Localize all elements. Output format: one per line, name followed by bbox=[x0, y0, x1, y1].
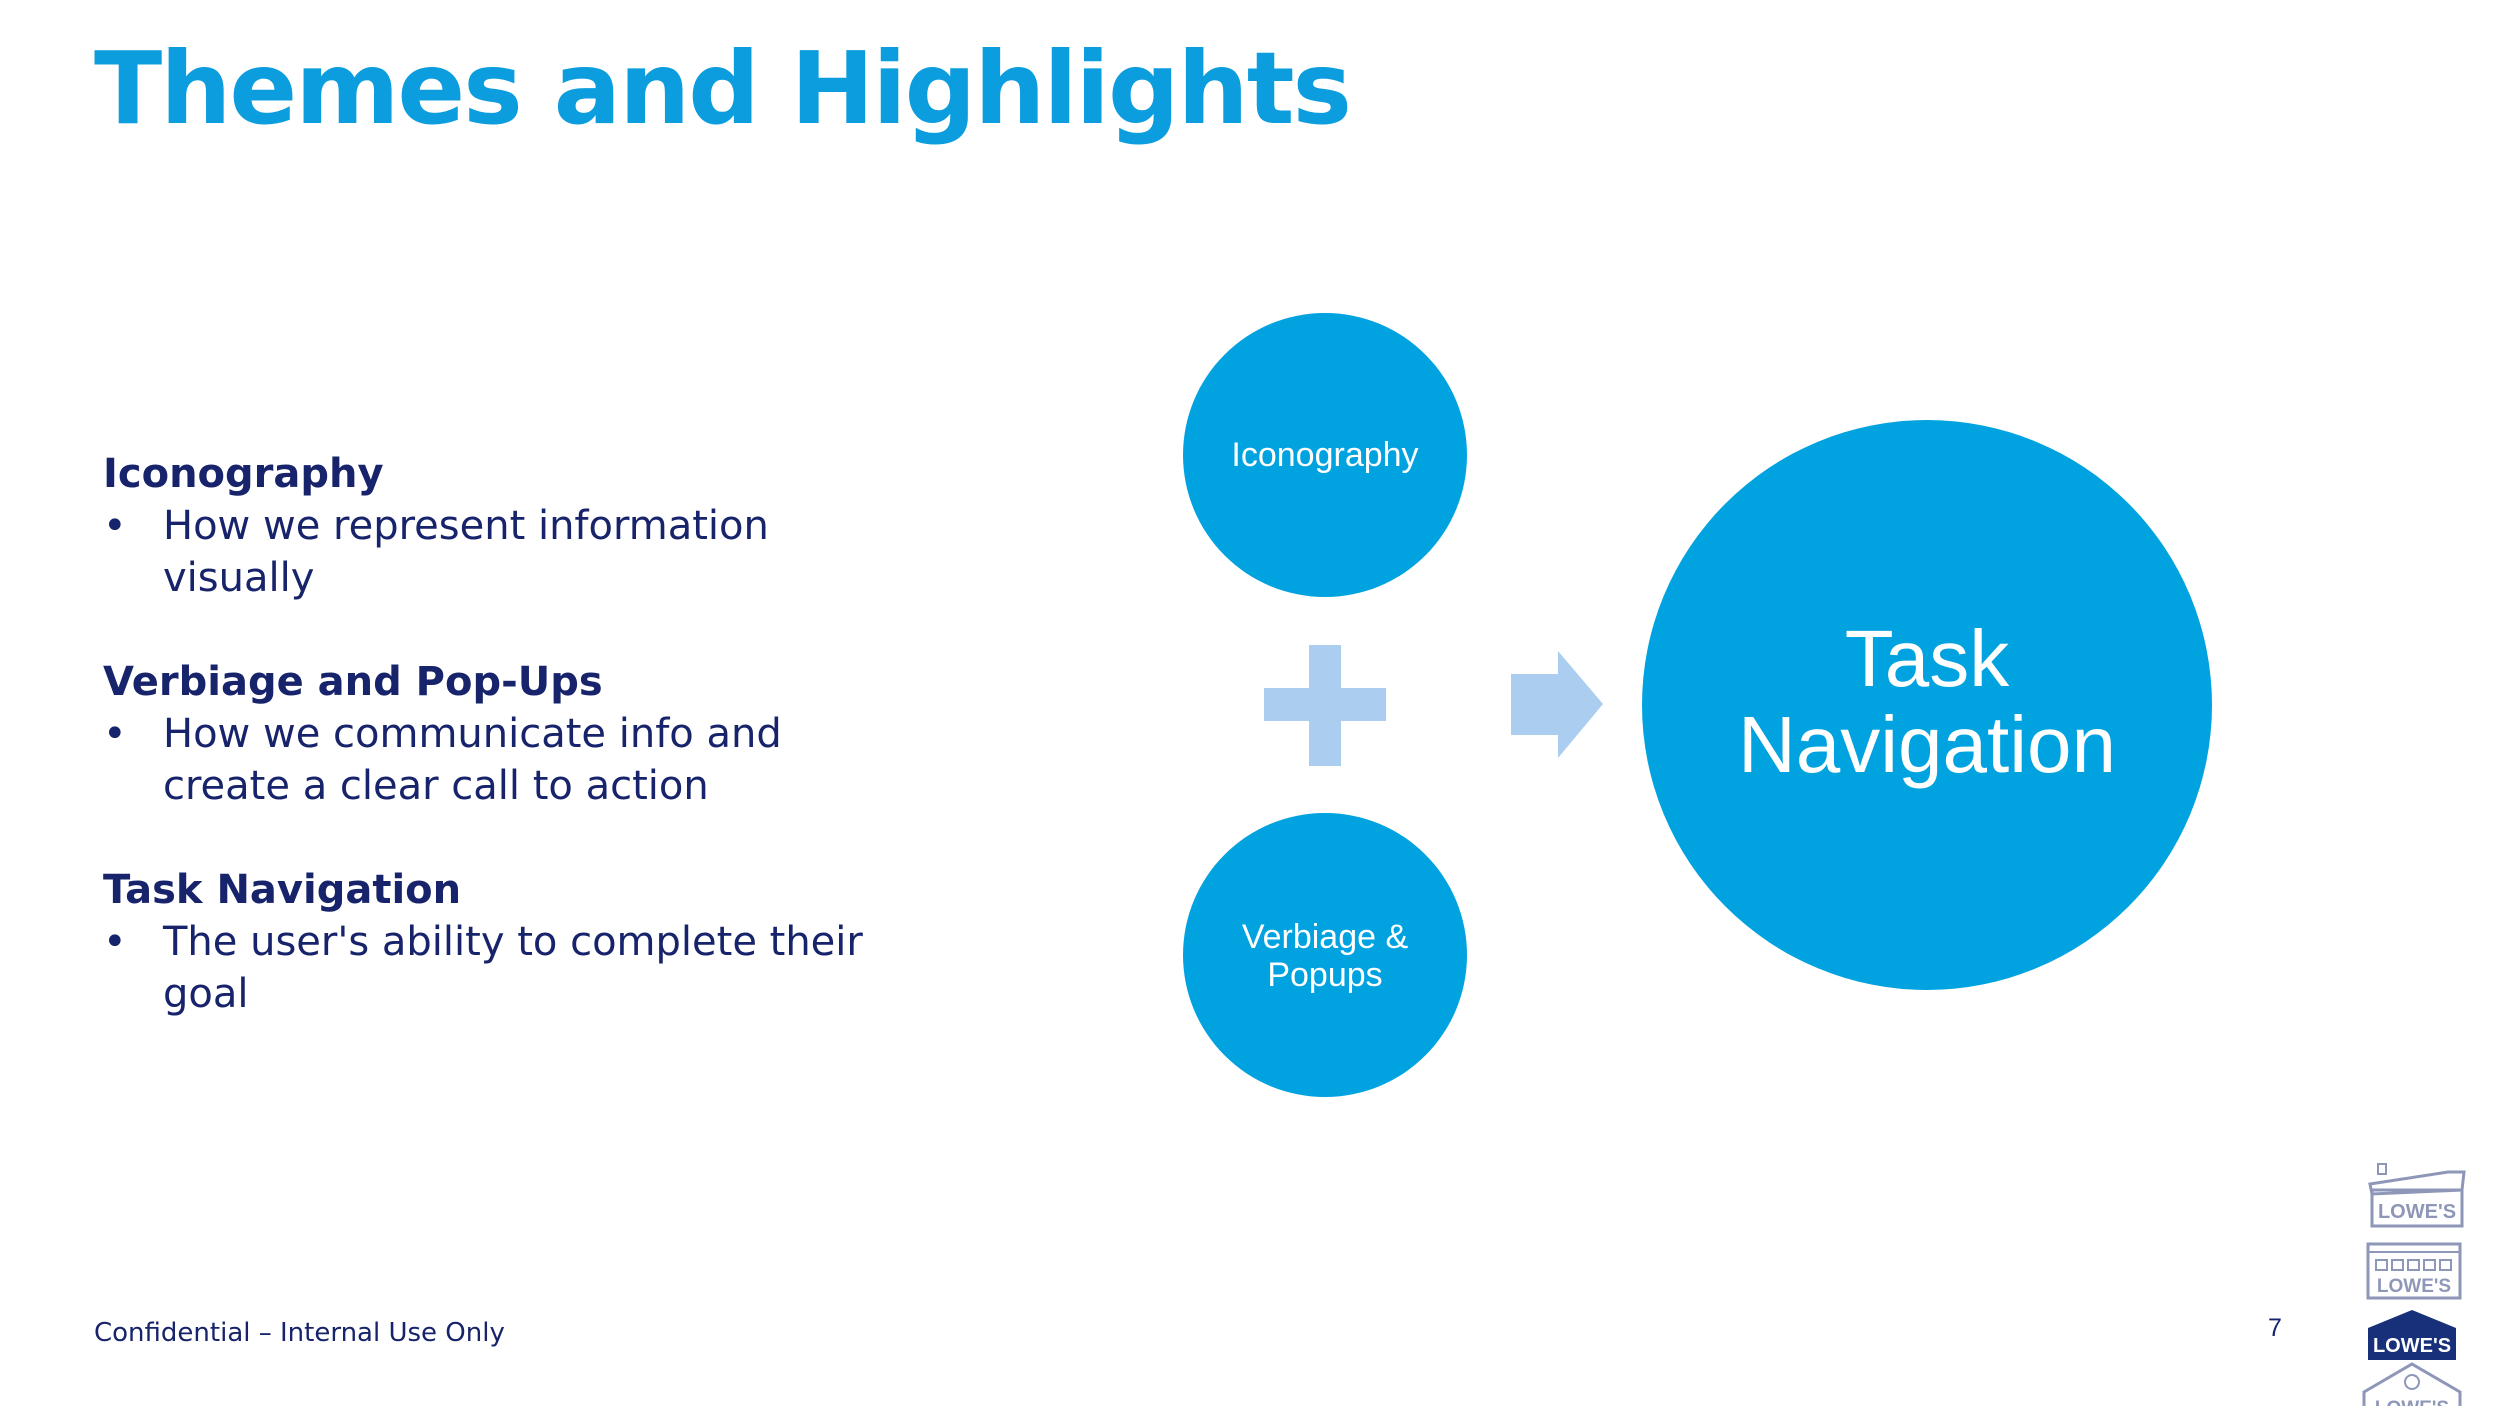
input-label-line1: Verbiage & bbox=[1242, 918, 1409, 956]
brand-text: LOWE'S bbox=[2375, 1398, 2449, 1406]
lowes-logo-solid-icon: LOWE'S bbox=[2368, 1310, 2456, 1360]
topic-bullet-text: The user's ability to complete their goa… bbox=[163, 919, 863, 1017]
topic-bullet: • How we represent information visually bbox=[103, 500, 863, 604]
lowes-logo-house-icon: LOWE'S bbox=[2362, 1362, 2462, 1406]
topic-bullet: • The user's ability to complete their g… bbox=[103, 916, 863, 1020]
topic-task-navigation: Task Navigation • The user's ability to … bbox=[103, 864, 863, 1020]
topic-bullet-text: How we represent information visually bbox=[163, 503, 769, 601]
output-label-line2: Navigation bbox=[1738, 700, 2116, 789]
lowes-logo-strip: LOWE'S LOWE'S LOWE'S LOWE'S bbox=[2362, 1163, 2466, 1406]
topic-bullet: • How we communicate info and create a c… bbox=[103, 708, 863, 812]
topic-list: Iconography • How we represent informati… bbox=[103, 448, 863, 1072]
slide-title: Themes and Highlights bbox=[94, 30, 1352, 147]
brand-text: LOWE'S bbox=[2378, 1201, 2456, 1223]
brand-text: LOWE'S bbox=[2373, 1335, 2451, 1357]
bullet-icon: • bbox=[103, 711, 127, 757]
topic-bullet-text: How we communicate info and create a cle… bbox=[163, 711, 782, 809]
bullet-icon: • bbox=[103, 919, 127, 965]
output-label-line1: Task bbox=[1845, 614, 2010, 703]
input-circle bbox=[1183, 813, 1467, 1097]
page-number: 7 bbox=[2268, 1314, 2282, 1342]
topic-verbiage: Verbiage and Pop-Ups • How we communicat… bbox=[103, 656, 863, 812]
input-node-verbiage: Verbiage & Popups bbox=[1183, 813, 1467, 1097]
bullet-icon: • bbox=[103, 503, 127, 549]
brand-text: LOWE'S bbox=[2377, 1276, 2451, 1297]
topic-heading: Verbiage and Pop-Ups bbox=[103, 659, 603, 705]
input-circle bbox=[1183, 313, 1467, 597]
confidential-footer: Confidential – Internal Use Only bbox=[94, 1318, 505, 1348]
input-label: Iconography bbox=[1231, 436, 1418, 474]
topic-iconography: Iconography • How we represent informati… bbox=[103, 448, 863, 604]
output-node-task-navigation: Task Navigation bbox=[1642, 420, 2212, 990]
topic-heading: Task Navigation bbox=[103, 867, 462, 913]
plus-icon bbox=[1264, 645, 1386, 766]
input-label-line2: Popups bbox=[1267, 956, 1382, 994]
arrow-right-icon bbox=[1511, 651, 1603, 758]
lowes-logo-store-icon: LOWE'S bbox=[2366, 1242, 2462, 1300]
lowes-logo-outline-icon: LOWE'S bbox=[2368, 1163, 2466, 1228]
input-node-iconography: Iconography bbox=[1183, 313, 1467, 597]
topic-heading: Iconography bbox=[103, 451, 384, 497]
output-circle bbox=[1642, 420, 2212, 990]
